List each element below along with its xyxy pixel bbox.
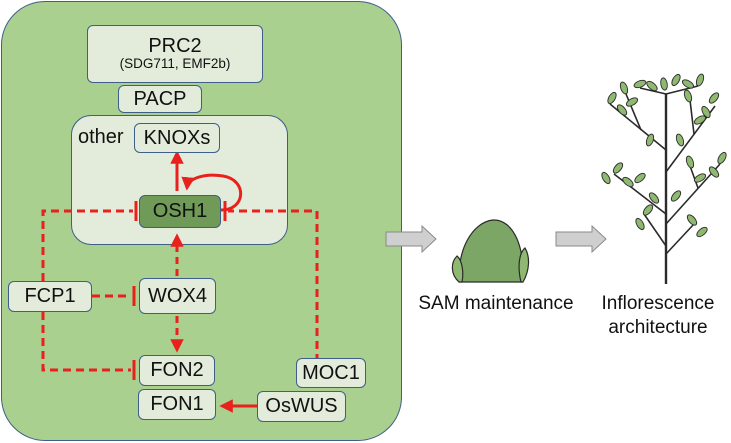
plant-branch <box>689 165 699 189</box>
plant-spikelet <box>648 192 660 204</box>
plant-spikelet <box>616 104 628 116</box>
plant-spikelet <box>695 73 705 87</box>
inflorescence-caption-line1: Inflorescence <box>601 293 715 314</box>
plant-branch <box>643 213 667 247</box>
plant-spikelet <box>646 80 658 92</box>
plant-spikelet <box>701 105 711 119</box>
prc2-box: PRC2 (SDG711, EMF2b) <box>87 25 263 83</box>
plant-spikelet <box>670 190 682 202</box>
plant-spikelet <box>634 172 646 184</box>
plant-spikelet <box>607 91 617 105</box>
plant-spikelet <box>645 133 655 147</box>
plant-spikelet <box>693 115 707 125</box>
other-label: other <box>78 126 124 148</box>
plant-spikelet <box>619 81 629 95</box>
plant-spikelet <box>681 79 695 89</box>
plant-spikelet <box>671 73 681 87</box>
fcp1-box: FCP1 <box>8 281 92 312</box>
plant-spikelet <box>685 155 695 169</box>
plant-branch <box>665 223 695 255</box>
prc2-subtitle: (SDG711, EMF2b) <box>119 56 231 72</box>
plant-spikelet <box>635 217 645 231</box>
plant-spikelet <box>625 97 639 107</box>
plant-spikelet <box>708 92 720 104</box>
moc1-box: MOC1 <box>296 358 366 388</box>
process-arrow-2 <box>555 224 607 254</box>
plant-spikelet <box>683 89 693 103</box>
branched-inflorescence-icon <box>601 73 727 284</box>
oswus-represses-osh1-line <box>228 209 319 388</box>
plant-spikelet <box>693 173 707 183</box>
plant-spikelet <box>601 171 611 185</box>
knoxs-box: KNOXs <box>134 123 220 153</box>
plant-spikelet <box>660 77 668 91</box>
pacp-box: PACP <box>118 85 202 113</box>
plant-spikelet <box>642 204 654 216</box>
plant-branch <box>689 99 695 135</box>
process-arrow-1 <box>385 224 437 254</box>
wox4-box: WOX4 <box>139 278 216 314</box>
sam-maintenance-caption: SAM maintenance <box>418 293 574 314</box>
plant-spikelet <box>717 151 727 165</box>
oswus-box: OsWUS <box>257 391 346 422</box>
prc2-title: PRC2 <box>148 35 202 58</box>
plant-spikelet <box>612 162 624 174</box>
plant-branch <box>639 87 667 95</box>
osh1-self-activation-loop <box>181 173 243 212</box>
inflorescence-caption-line2: architecture <box>608 316 708 338</box>
plant-spikelet <box>696 226 708 238</box>
fcp1-represses-osh1-line <box>41 209 133 281</box>
osh1-box: OSH1 <box>139 195 221 228</box>
plant-spikelet <box>686 214 698 226</box>
inflorescence-architecture-caption: Inflorescence architecture <box>596 292 720 340</box>
plant-spikelet <box>675 133 685 147</box>
plant-spikelet <box>633 79 647 89</box>
fon1-box: FON1 <box>138 389 216 420</box>
fcp1-represses-fon2-line <box>41 312 131 372</box>
plant-spikelet <box>622 176 634 188</box>
shoot-apical-meristem-icon <box>451 219 530 283</box>
plant-spikelet <box>708 166 720 178</box>
fon2-box: FON2 <box>139 355 215 386</box>
